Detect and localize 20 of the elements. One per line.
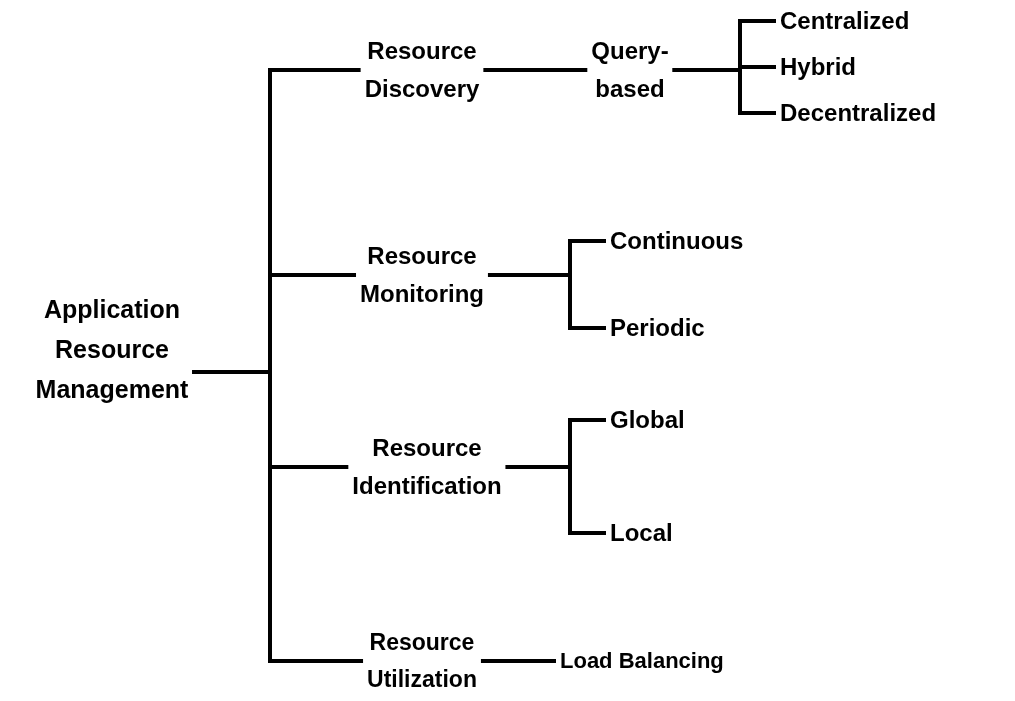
connector-line (505, 465, 606, 535)
node-label: Query-based (591, 31, 669, 109)
node-label: Resource Monitoring (360, 236, 484, 314)
connector-line (487, 273, 606, 330)
node-label: Periodic (610, 308, 705, 348)
connector-line (483, 68, 588, 72)
node-label: Decentralized (780, 93, 937, 133)
node-label: Resource Discovery (364, 31, 480, 109)
node-label: Local (610, 513, 673, 553)
connector-line (480, 659, 556, 663)
connector-line (192, 370, 364, 663)
node-label: Global (610, 400, 685, 440)
node-label: Resource Utilization (367, 624, 477, 698)
node-label: Resource Identification (352, 428, 502, 506)
node-label: Continuous (610, 221, 744, 261)
node-label: Application Resource Management (35, 289, 189, 409)
connector-line (672, 68, 776, 115)
node-label: Load Balancing (560, 643, 724, 679)
node-label: Hybrid (780, 47, 856, 87)
node-label: Centralized (780, 1, 910, 41)
